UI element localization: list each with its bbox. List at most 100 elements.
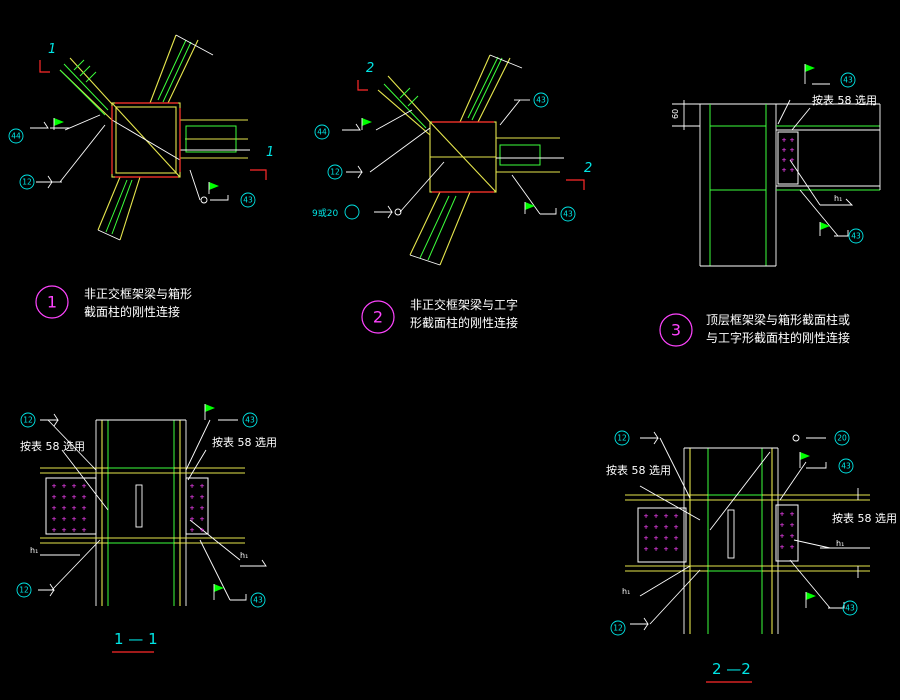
detail-1-tag-12: 12 (22, 178, 32, 187)
svg-text:+: + (780, 521, 785, 530)
detail-3-dim-60: 60 (671, 109, 680, 119)
svg-text:+: + (52, 482, 57, 491)
section-2-2-bolt-group-left: ++++ ++++ ++++ ++++ (644, 512, 679, 554)
section-2-2-h1-right: h₁ (836, 539, 844, 548)
svg-text:+: + (664, 534, 669, 543)
svg-text:+: + (790, 510, 795, 519)
svg-text:+: + (654, 545, 659, 554)
svg-text:+: + (52, 526, 57, 535)
svg-text:+: + (62, 504, 67, 513)
svg-text:+: + (654, 512, 659, 521)
section-2-2-tag-12-upper: 12 (617, 434, 627, 443)
svg-text:+: + (200, 493, 205, 502)
svg-text:+: + (790, 166, 795, 175)
detail-3-tag-43-upper: 43 (843, 76, 853, 85)
section-1-1-plate-note-left: 按表 58 选用 (20, 439, 85, 453)
svg-text:+: + (72, 526, 77, 535)
detail-1-caption-line-2: 截面柱的刚性连接 (84, 304, 180, 319)
section-1-1-bolt-group-left: ++++ ++++ ++++ ++++ ++++ (52, 482, 87, 535)
svg-text:+: + (200, 526, 205, 535)
svg-text:+: + (62, 526, 67, 535)
section-1-1-bolt-group-right: ++ ++ ++ ++ ++ (190, 482, 205, 535)
svg-text:+: + (62, 493, 67, 502)
section-2-2-plate-note-right: 按表 58 选用 (832, 511, 897, 525)
section-2-2-tag-43-upper: 43 (841, 462, 851, 471)
detail-2-caption-line-2: 形截面柱的刚性连接 (410, 315, 518, 330)
section-1-1-h1-left: h₁ (30, 546, 38, 555)
svg-text:+: + (782, 166, 787, 175)
svg-text:+: + (52, 493, 57, 502)
section-1-1-drawing (16, 404, 267, 608)
detail-2-tag-43-lower: 43 (563, 210, 573, 219)
detail-1-cut-mark-label-top: 1 (48, 42, 56, 57)
detail-1-drawing (8, 34, 267, 241)
section-1-1-tag-12-lower: 12 (19, 586, 29, 595)
section-2-2-plate-note-left: 按表 58 选用 (606, 463, 671, 477)
detail-3-caption-line-2: 与工字形截面柱的刚性连接 (706, 330, 850, 345)
svg-text:+: + (654, 534, 659, 543)
svg-text:+: + (72, 515, 77, 524)
svg-text:+: + (790, 146, 795, 155)
detail-3-h1: h₁ (834, 194, 842, 203)
detail-3-number: 3 (671, 321, 681, 340)
svg-text:+: + (200, 482, 205, 491)
svg-text:+: + (200, 504, 205, 513)
svg-text:+: + (644, 534, 649, 543)
svg-text:+: + (782, 156, 787, 165)
section-2-2-drawing (610, 430, 870, 636)
svg-text:+: + (52, 504, 57, 513)
svg-text:+: + (790, 543, 795, 552)
detail-2-cut-mark-label-top: 2 (366, 61, 374, 76)
section-2-2-title: 2 —2 (712, 660, 751, 678)
section-1-1-tag-43-upper: 43 (245, 416, 255, 425)
svg-text:+: + (82, 482, 87, 491)
svg-text:+: + (664, 545, 669, 554)
svg-text:+: + (644, 523, 649, 532)
svg-text:+: + (790, 156, 795, 165)
svg-text:+: + (82, 526, 87, 535)
svg-text:+: + (664, 512, 669, 521)
svg-text:+: + (52, 515, 57, 524)
section-2-2-tag-12-lower: 12 (613, 624, 623, 633)
svg-text:+: + (200, 515, 205, 524)
svg-text:+: + (190, 493, 195, 502)
section-2-2-h1-left: h₁ (622, 587, 630, 596)
detail-1-caption-line-1: 非正交框架梁与箱形 (84, 286, 192, 301)
svg-text:+: + (62, 515, 67, 524)
section-2-2-bolt-group-right: ++ ++ ++ ++ (780, 510, 795, 552)
svg-text:+: + (190, 526, 195, 535)
detail-2-number: 2 (373, 308, 383, 327)
detail-2-tag-12: 12 (330, 168, 340, 177)
detail-3-plate-note: 按表 58 选用 (812, 93, 877, 107)
svg-text:+: + (654, 523, 659, 532)
svg-text:+: + (72, 493, 77, 502)
detail-1-tag-43: 43 (243, 196, 253, 205)
svg-text:+: + (782, 136, 787, 145)
detail-2-tag-44: 44 (317, 128, 327, 137)
detail-2-tag-43-upper: 43 (536, 96, 546, 105)
svg-text:+: + (82, 515, 87, 524)
svg-text:+: + (664, 523, 669, 532)
detail-3-bolt-group: ++ ++ ++ ++ (782, 136, 795, 175)
svg-text:+: + (674, 545, 679, 554)
svg-text:+: + (62, 482, 67, 491)
svg-text:+: + (72, 504, 77, 513)
detail-1-cut-mark-label-right: 1 (266, 145, 274, 160)
svg-text:+: + (190, 515, 195, 524)
section-1-1-title: 1 — 1 (114, 630, 158, 648)
detail-3-tag-43-lower: 43 (851, 232, 861, 241)
svg-text:+: + (674, 512, 679, 521)
svg-text:+: + (780, 543, 785, 552)
svg-text:+: + (190, 504, 195, 513)
detail-2-cut-mark-label-right: 2 (584, 161, 592, 176)
svg-text:+: + (644, 512, 649, 521)
detail-3-caption-line-1: 顶层框架梁与箱形截面柱或 (706, 312, 850, 327)
svg-text:+: + (780, 510, 785, 519)
detail-2-caption-line-1: 非正交框架梁与工字 (410, 297, 518, 312)
svg-text:+: + (782, 146, 787, 155)
svg-text:+: + (790, 521, 795, 530)
detail-1-tag-44: 44 (11, 132, 21, 141)
svg-text:+: + (82, 493, 87, 502)
